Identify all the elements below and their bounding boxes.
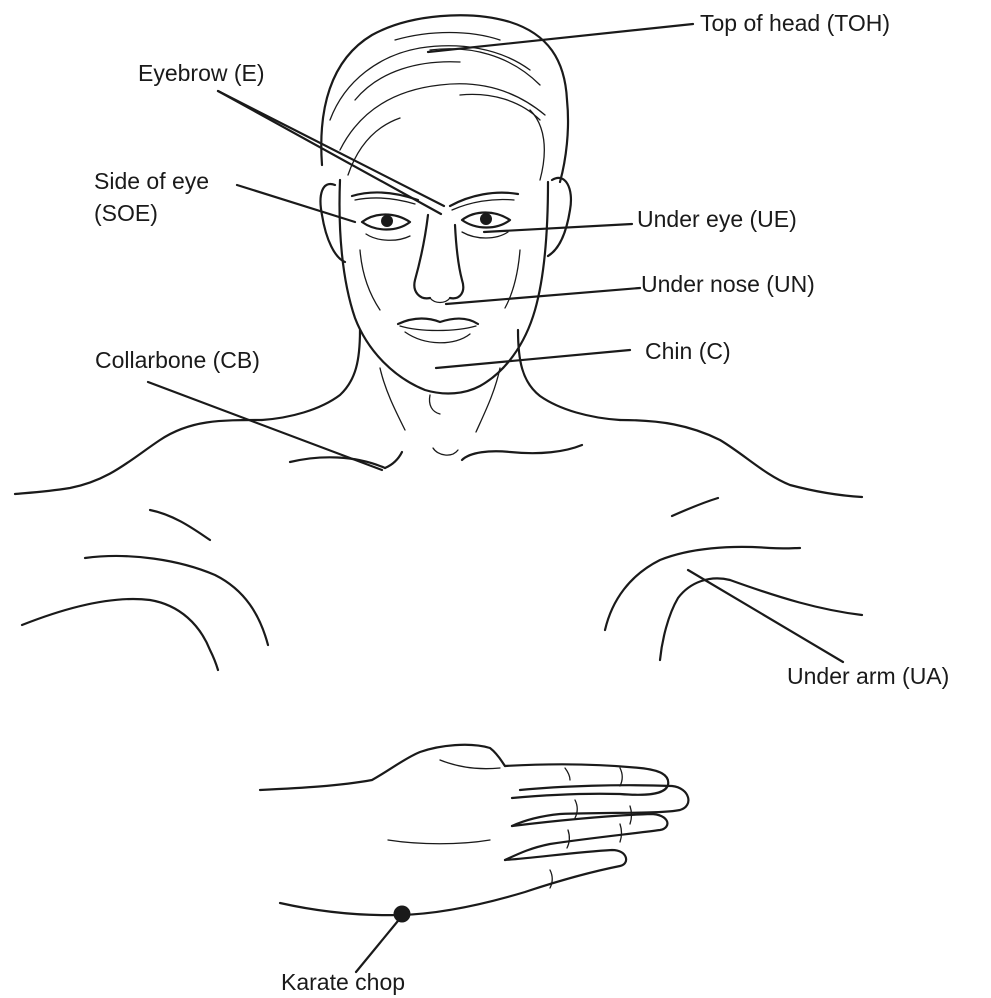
label-karate-chop: Karate chop [281, 968, 405, 997]
leader-under-nose [446, 288, 640, 304]
label-collarbone: Collarbone (CB) [95, 346, 260, 375]
karate-chop-point-marker [394, 906, 411, 923]
leader-chin [436, 350, 630, 368]
label-side-of-eye-line2: (SOE) [94, 199, 158, 228]
leader-under-arm [688, 570, 843, 662]
torso-drawing [15, 330, 862, 670]
hand-drawing [260, 745, 688, 923]
label-under-nose: Under nose (UN) [641, 270, 815, 299]
leader-lines [148, 24, 843, 972]
leader-karate-chop [356, 916, 402, 972]
label-under-eye: Under eye (UE) [637, 205, 797, 234]
label-side-of-eye-line1: Side of eye [94, 167, 209, 196]
leader-collarbone [148, 382, 382, 470]
leader-top-of-head [428, 24, 693, 52]
label-under-arm: Under arm (UA) [787, 662, 949, 691]
label-chin: Chin (C) [645, 337, 731, 366]
leader-under-eye [484, 224, 632, 232]
label-eyebrow: Eyebrow (E) [138, 59, 265, 88]
leader-side-of-eye [237, 185, 355, 222]
leader-eyebrow-b [218, 91, 441, 214]
label-top-of-head: Top of head (TOH) [700, 9, 890, 38]
